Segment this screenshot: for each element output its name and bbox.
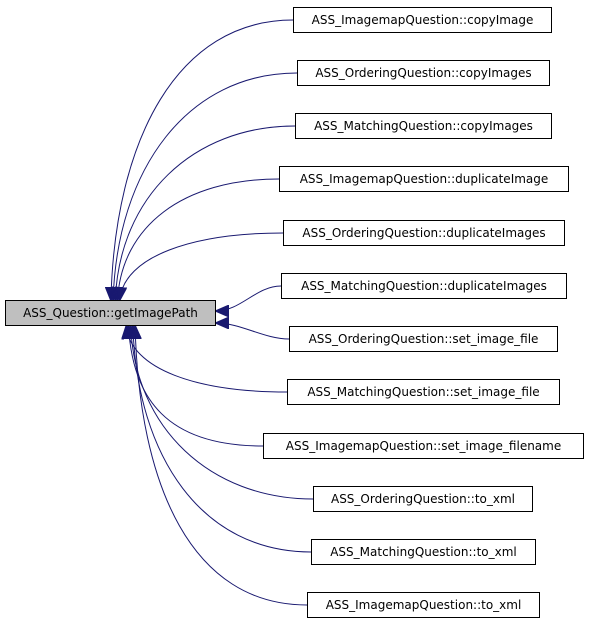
call-edge: [129, 326, 264, 447]
caller-node[interactable]: ASS_ImagemapQuestion::set_image_filename: [263, 433, 584, 459]
source-node-getimagepath[interactable]: ASS_Question::getImagePath: [5, 300, 216, 326]
caller-node[interactable]: ASS_OrderingQuestion::duplicateImages: [283, 220, 565, 246]
caller-node[interactable]: ASS_MatchingQuestion::duplicateImages: [281, 273, 567, 299]
caller-node-label: ASS_OrderingQuestion::to_xml: [330, 492, 516, 506]
caller-node[interactable]: ASS_ImagemapQuestion::to_xml: [307, 592, 540, 618]
caller-node-label: ASS_MatchingQuestion::copyImages: [314, 119, 533, 133]
call-edge: [131, 326, 314, 500]
caller-node[interactable]: ASS_MatchingQuestion::copyImages: [295, 113, 552, 139]
call-edge: [126, 326, 288, 393]
caller-node-label: ASS_OrderingQuestion::set_image_file: [308, 332, 539, 346]
caller-node-label: ASS_OrderingQuestion::duplicateImages: [302, 226, 546, 240]
caller-node[interactable]: ASS_OrderingQuestion::to_xml: [313, 486, 533, 512]
caller-node-label: ASS_ImagemapQuestion::set_image_filename: [285, 439, 562, 453]
call-edge: [113, 72, 298, 300]
caller-node-label: ASS_ImagemapQuestion::to_xml: [325, 598, 522, 612]
call-edge: [120, 232, 284, 300]
call-edge: [216, 285, 282, 311]
caller-node[interactable]: ASS_ImagemapQuestion::duplicateImage: [279, 166, 569, 192]
call-edge: [135, 326, 308, 606]
caller-node-label: ASS_ImagemapQuestion::copyImage: [311, 13, 534, 27]
caller-node[interactable]: ASS_OrderingQuestion::set_image_file: [289, 326, 558, 352]
caller-node[interactable]: ASS_ImagemapQuestion::copyImage: [293, 7, 552, 33]
caller-node[interactable]: ASS_MatchingQuestion::set_image_file: [287, 379, 560, 405]
caller-node-label: ASS_MatchingQuestion::duplicateImages: [301, 279, 547, 293]
source-node-label: ASS_Question::getImagePath: [23, 306, 198, 320]
caller-node[interactable]: ASS_OrderingQuestion::copyImages: [297, 60, 550, 86]
call-edge: [118, 178, 280, 300]
call-edge: [216, 323, 290, 340]
caller-node-label: ASS_OrderingQuestion::copyImages: [315, 66, 532, 80]
caller-node[interactable]: ASS_MatchingQuestion::to_xml: [311, 539, 536, 565]
caller-node-label: ASS_MatchingQuestion::set_image_file: [307, 385, 540, 399]
caller-node-label: ASS_MatchingQuestion::to_xml: [330, 545, 517, 559]
call-edge: [115, 125, 296, 300]
call-edge: [111, 19, 294, 300]
caller-node-label: ASS_ImagemapQuestion::duplicateImage: [299, 172, 549, 186]
